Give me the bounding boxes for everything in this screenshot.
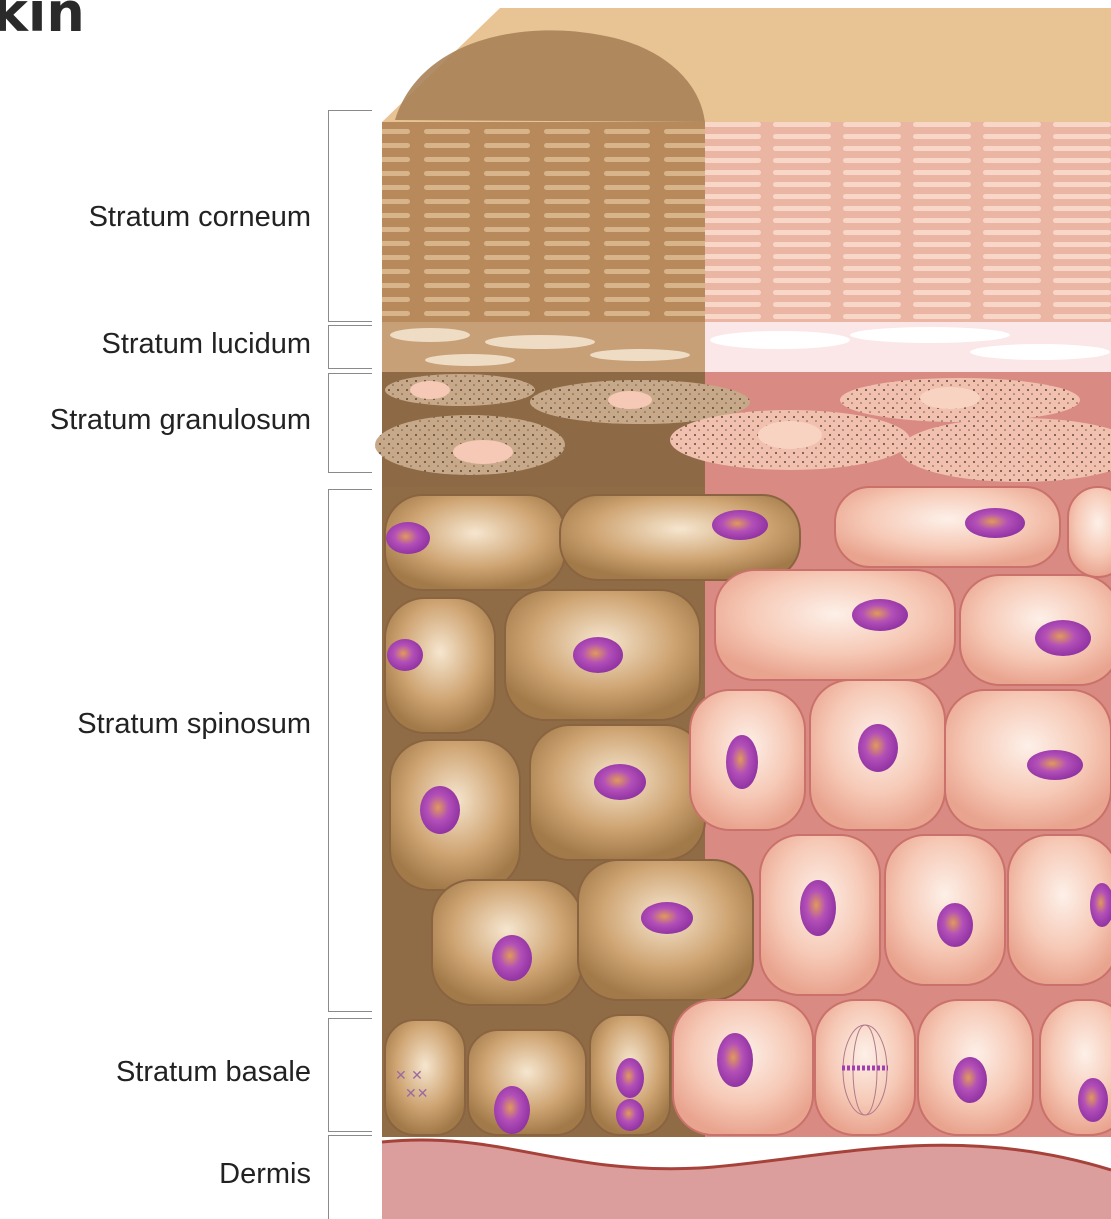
svg-text:✕ ✕: ✕ ✕ [395, 1068, 423, 1084]
svg-text:✕✕: ✕✕ [405, 1086, 428, 1102]
